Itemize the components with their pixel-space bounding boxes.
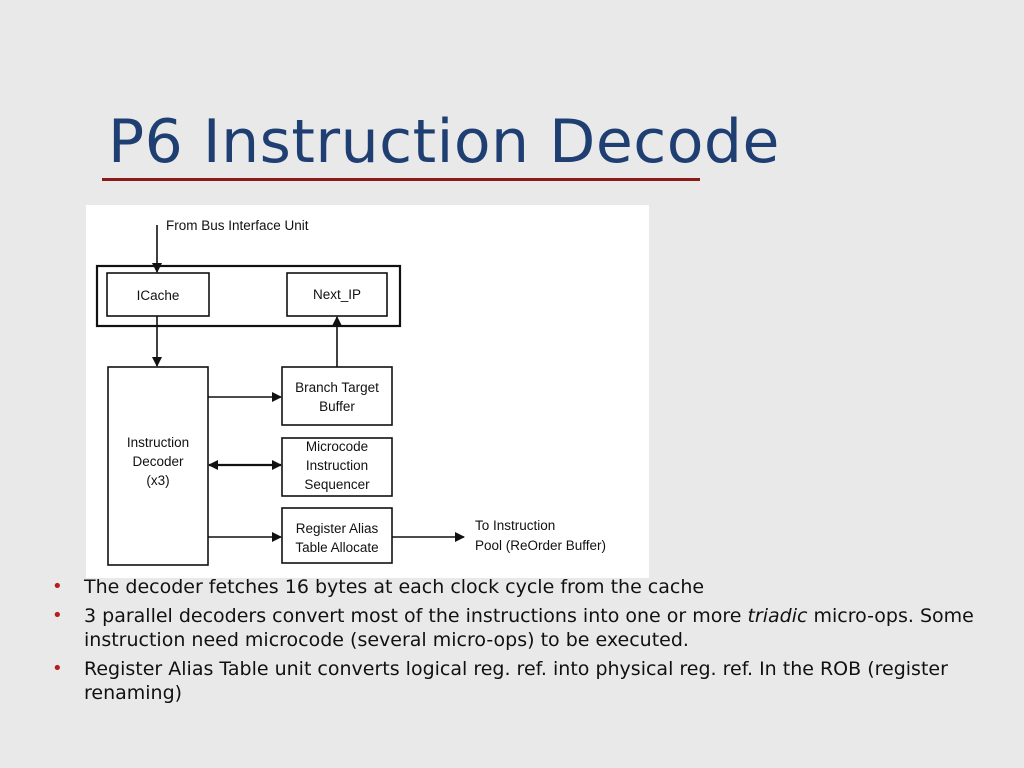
next-ip-box <box>286 272 388 317</box>
bullet-list: • The decoder fetches 16 bytes at each c… <box>52 575 992 710</box>
slide-title: P6 Instruction Decode <box>108 107 780 177</box>
mis-label-2: Instruction <box>306 458 368 473</box>
rat-label-2: Table Allocate <box>295 540 378 555</box>
from-bus-label: From Bus Interface Unit <box>166 218 309 233</box>
fetch-unit-box <box>95 264 402 328</box>
branch-target-buffer-box <box>281 366 393 426</box>
mis-label-1: Microcode <box>306 439 368 454</box>
bullet-item: • The decoder fetches 16 bytes at each c… <box>52 575 992 599</box>
instruction-decoder-box <box>107 366 209 566</box>
bullet-marker: • <box>52 605 63 626</box>
icache-label: ICache <box>137 288 180 303</box>
bullet-text: The decoder fetches 16 bytes at each clo… <box>84 576 705 598</box>
bullet-text: Register Alias Table unit converts logic… <box>84 658 948 704</box>
decoder-label-1: Instruction <box>127 435 189 450</box>
bullet-text-italic: triadic <box>747 605 808 627</box>
bullet-text-before: 3 parallel decoders convert most of the … <box>84 605 748 627</box>
btb-label-2: Buffer <box>319 399 355 414</box>
icache-box <box>106 272 210 317</box>
title-underline <box>102 178 700 181</box>
register-alias-table-box <box>281 507 393 564</box>
decoder-label-3: (x3) <box>146 473 169 488</box>
decoder-label-2: Decoder <box>132 454 184 469</box>
microcode-sequencer-box <box>281 437 393 497</box>
mis-label-3: Sequencer <box>304 477 370 492</box>
btb-label-1: Branch Target <box>295 380 379 395</box>
next-ip-label: Next_IP <box>313 287 361 302</box>
rat-label-1: Register Alias <box>296 521 379 536</box>
bullet-item: • Register Alias Table unit converts log… <box>52 657 992 705</box>
bullet-text-after: micro-ops. Some instruction need microco… <box>84 605 974 651</box>
to-pool-label-2: Pool (ReOrder Buffer) <box>475 538 606 553</box>
bullet-marker: • <box>52 658 63 679</box>
to-pool-label-1: To Instruction <box>475 518 555 533</box>
diagram-svg: From Bus Interface Unit ICache Next_IP I… <box>95 218 606 566</box>
bullet-item: • 3 parallel decoders convert most of th… <box>52 604 992 652</box>
decode-diagram: From Bus Interface Unit ICache Next_IP I… <box>86 205 649 578</box>
bullet-marker: • <box>52 576 63 597</box>
